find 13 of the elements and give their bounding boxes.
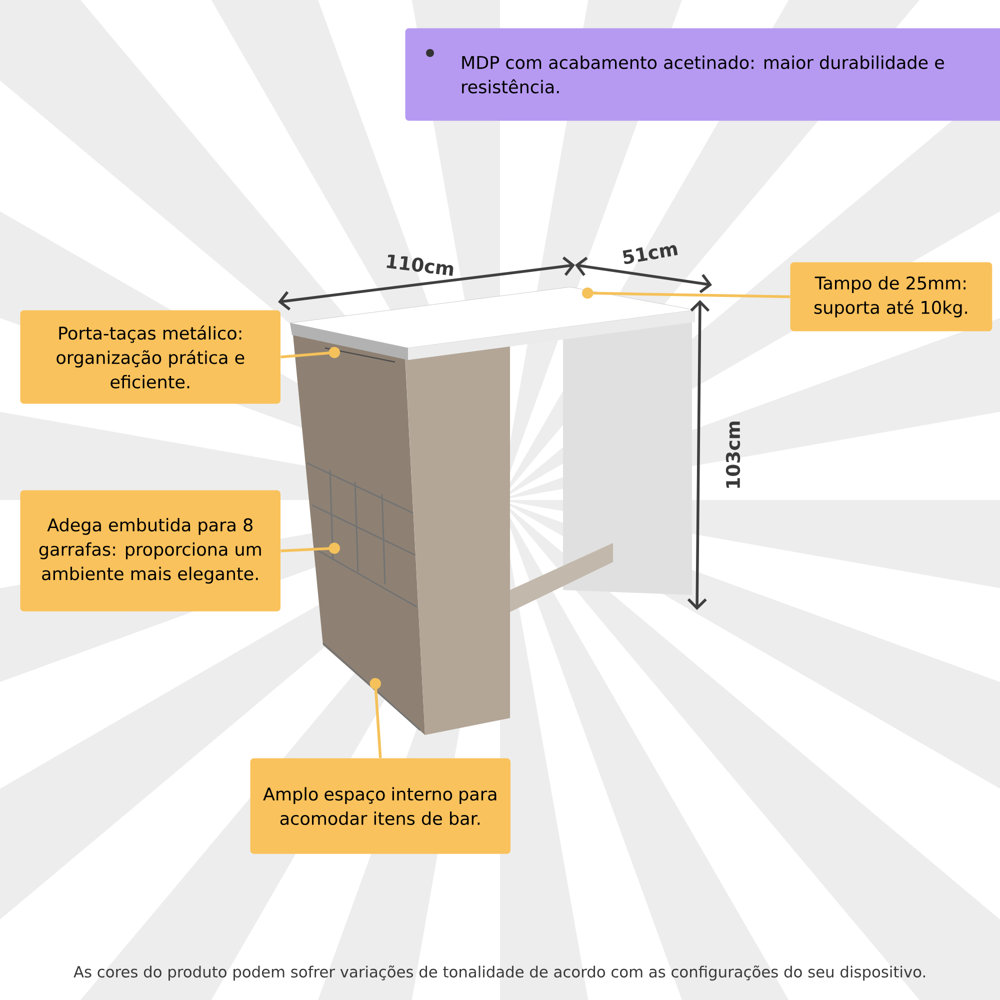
callout-box: Tampo de 25mm: suporta até 10kg. <box>790 262 992 332</box>
dimension-label: 110cm <box>386 254 454 276</box>
leader-line <box>280 346 340 358</box>
footnote-text: As cores do produto podem sofrer variações de tonalidade de acordo com as configurações do seu dispositivo. <box>74 965 925 981</box>
leader-line <box>370 678 382 758</box>
callout-box: Porta-taças metálico: organização prática e eficiente. <box>20 310 280 404</box>
callout-box: Adega embutida para 8 garrafas: proporciona um ambiente mais elegante. <box>20 490 280 612</box>
callout-box: Amplo espaço interno para acomodar itens de bar. <box>250 758 510 854</box>
dimension-label: 103cm <box>726 422 740 488</box>
leader-line <box>582 287 790 299</box>
leader-line <box>280 542 340 554</box>
dimension-label: 51cm <box>622 245 678 264</box>
feature-box: MDP com acabamento acetinado: maior durabilidade e resistência. <box>405 28 1000 121</box>
